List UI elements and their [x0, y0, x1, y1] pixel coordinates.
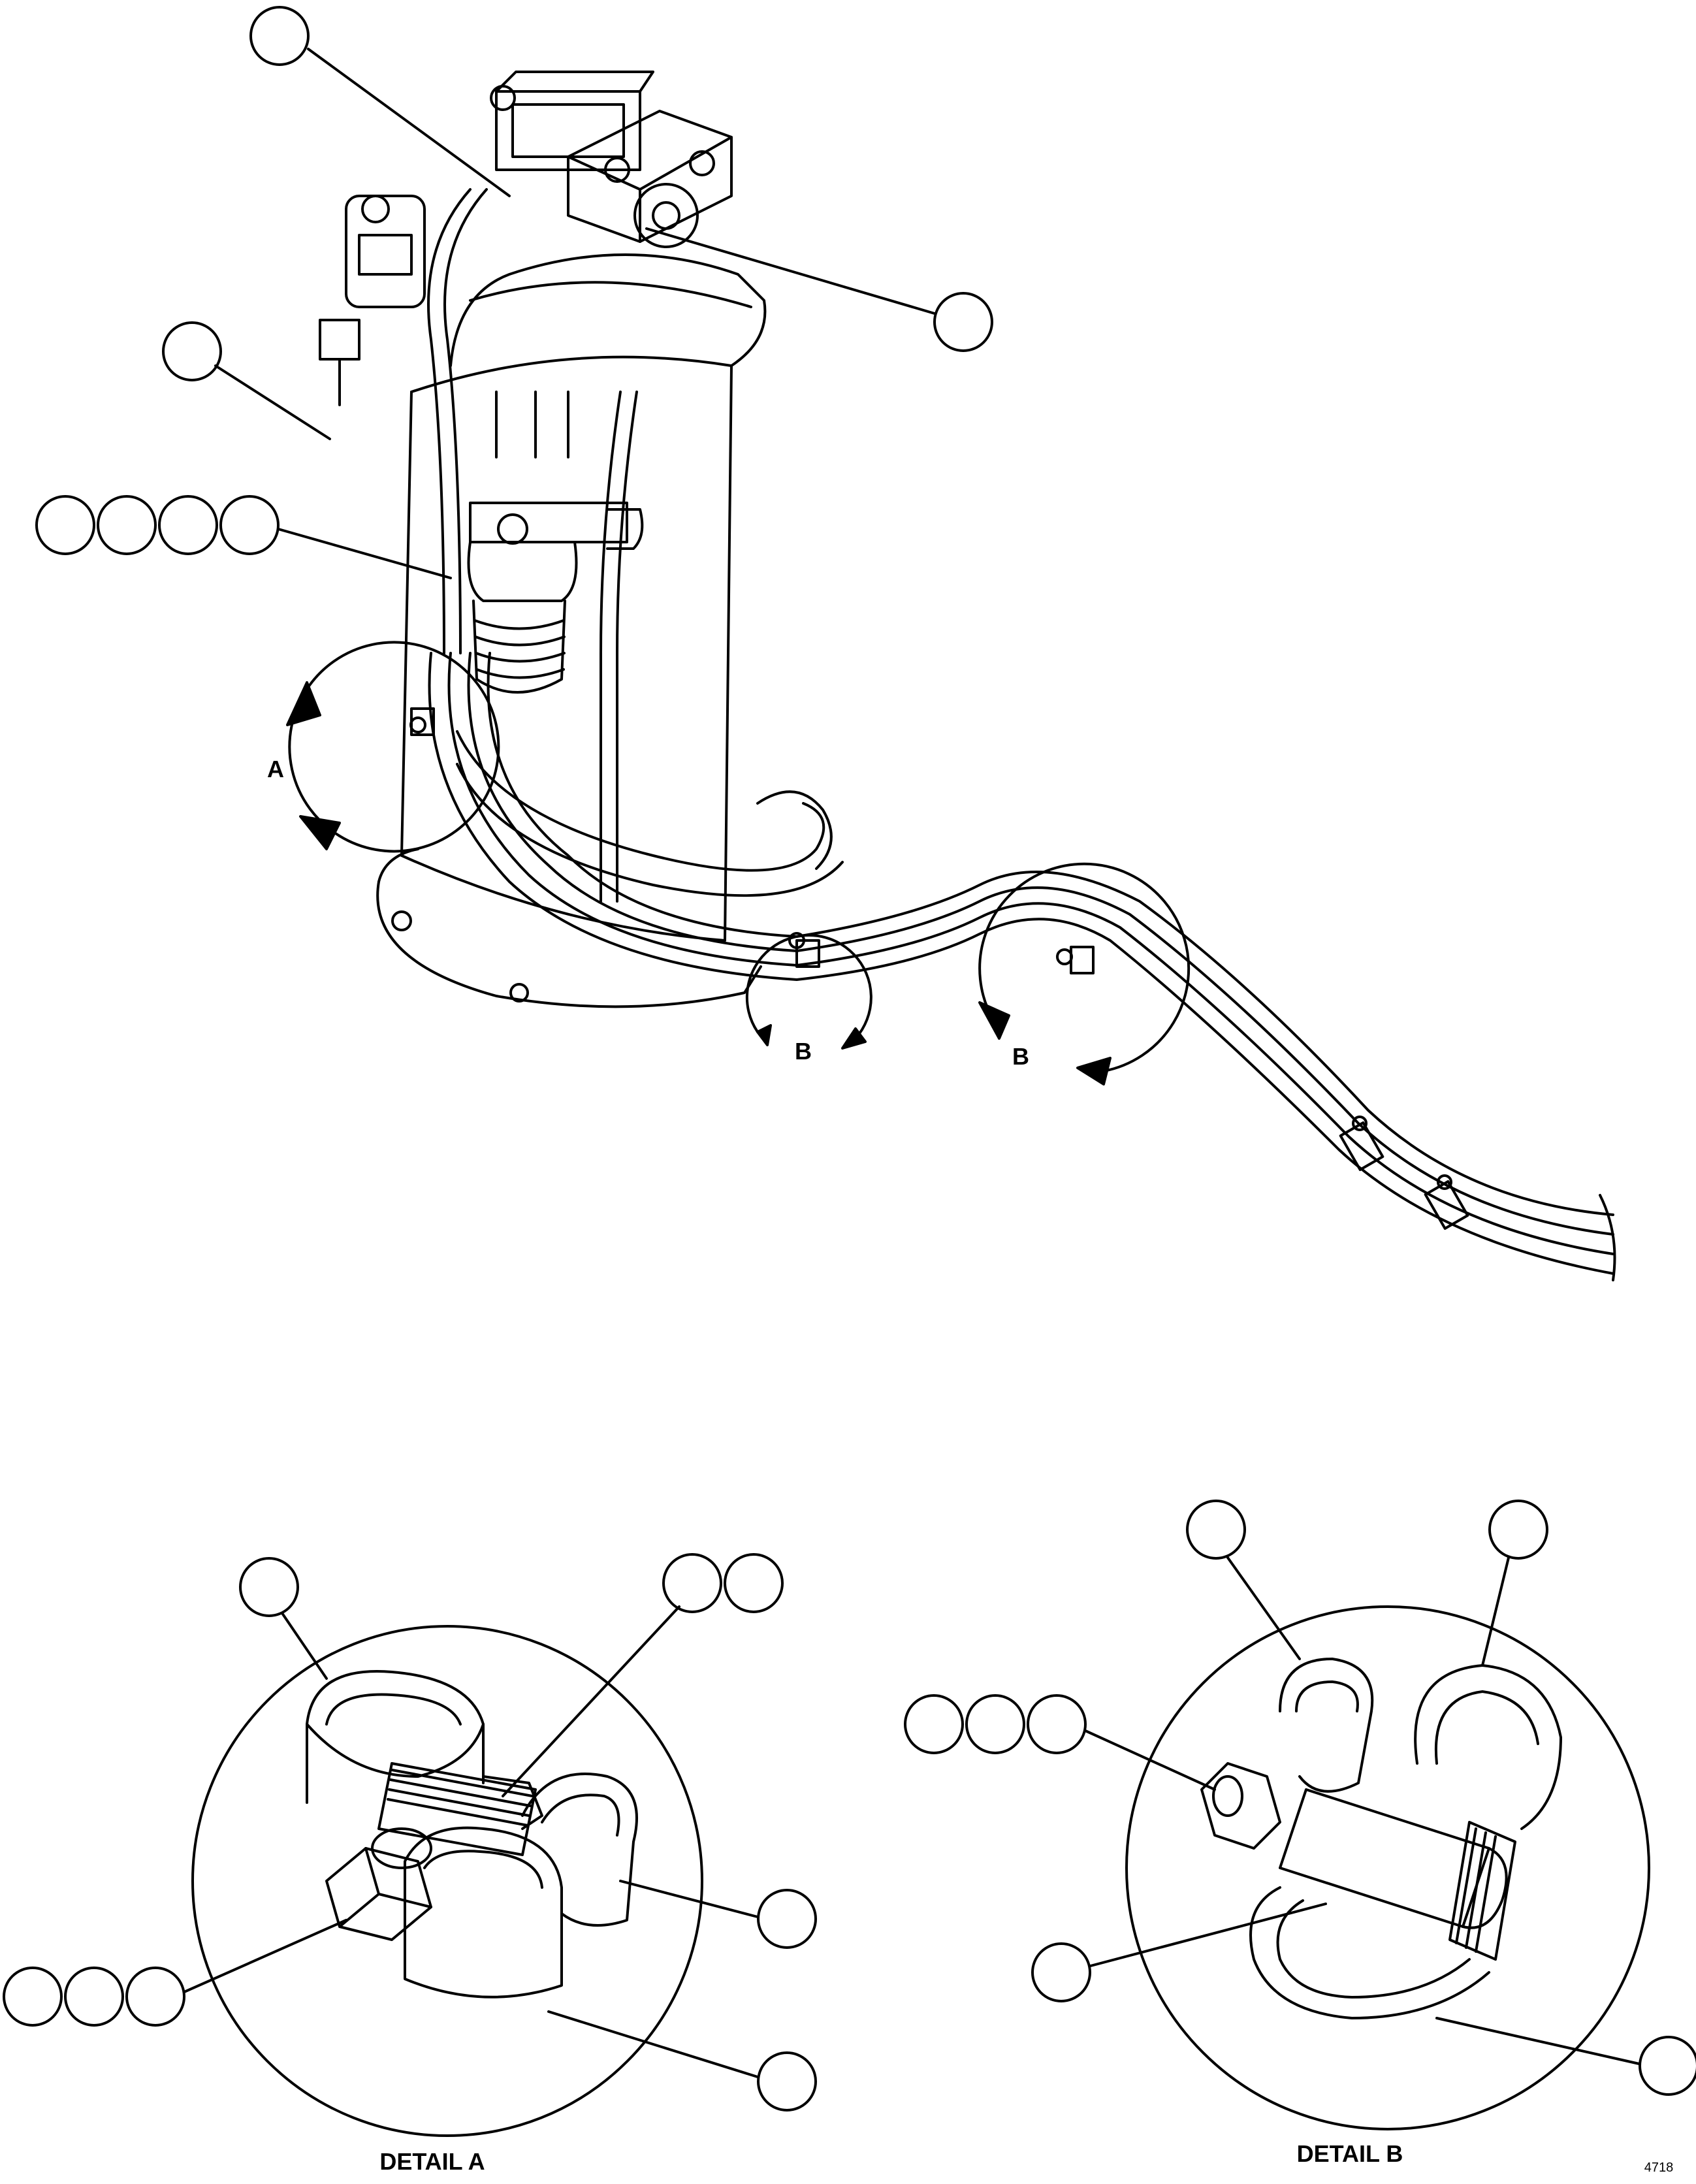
callout-bubbles-main [35, 6, 993, 579]
callout-bubbles-detail-a [3, 1553, 817, 2112]
filter-bowl [472, 600, 566, 694]
detail-a [191, 1625, 703, 2137]
figure-number: 4718 [1644, 2160, 1674, 2175]
view-marker-b-right: B [1012, 1043, 1029, 1070]
detail-a-boundary [191, 1625, 703, 2137]
detail-b-boundary [1125, 1605, 1650, 2130]
hose-clamp [1339, 1116, 1384, 1171]
callout-bubbles-detail-b [904, 1500, 1696, 2096]
detail-b-view-indicator-left [745, 934, 872, 1050]
detail-a-view-indicator [286, 641, 500, 853]
hydraulic-tank-assembly [319, 71, 1616, 1281]
detail-b-view-indicator-right [978, 862, 1191, 1085]
detail-b-title: DETAIL B [1297, 2140, 1403, 2167]
hose-clamp [1424, 1174, 1469, 1230]
view-marker-b-left: B [795, 1038, 812, 1065]
view-marker-a: A [267, 756, 284, 782]
detail-a-title: DETAIL A [379, 2148, 485, 2175]
detail-b [1125, 1605, 1650, 2130]
